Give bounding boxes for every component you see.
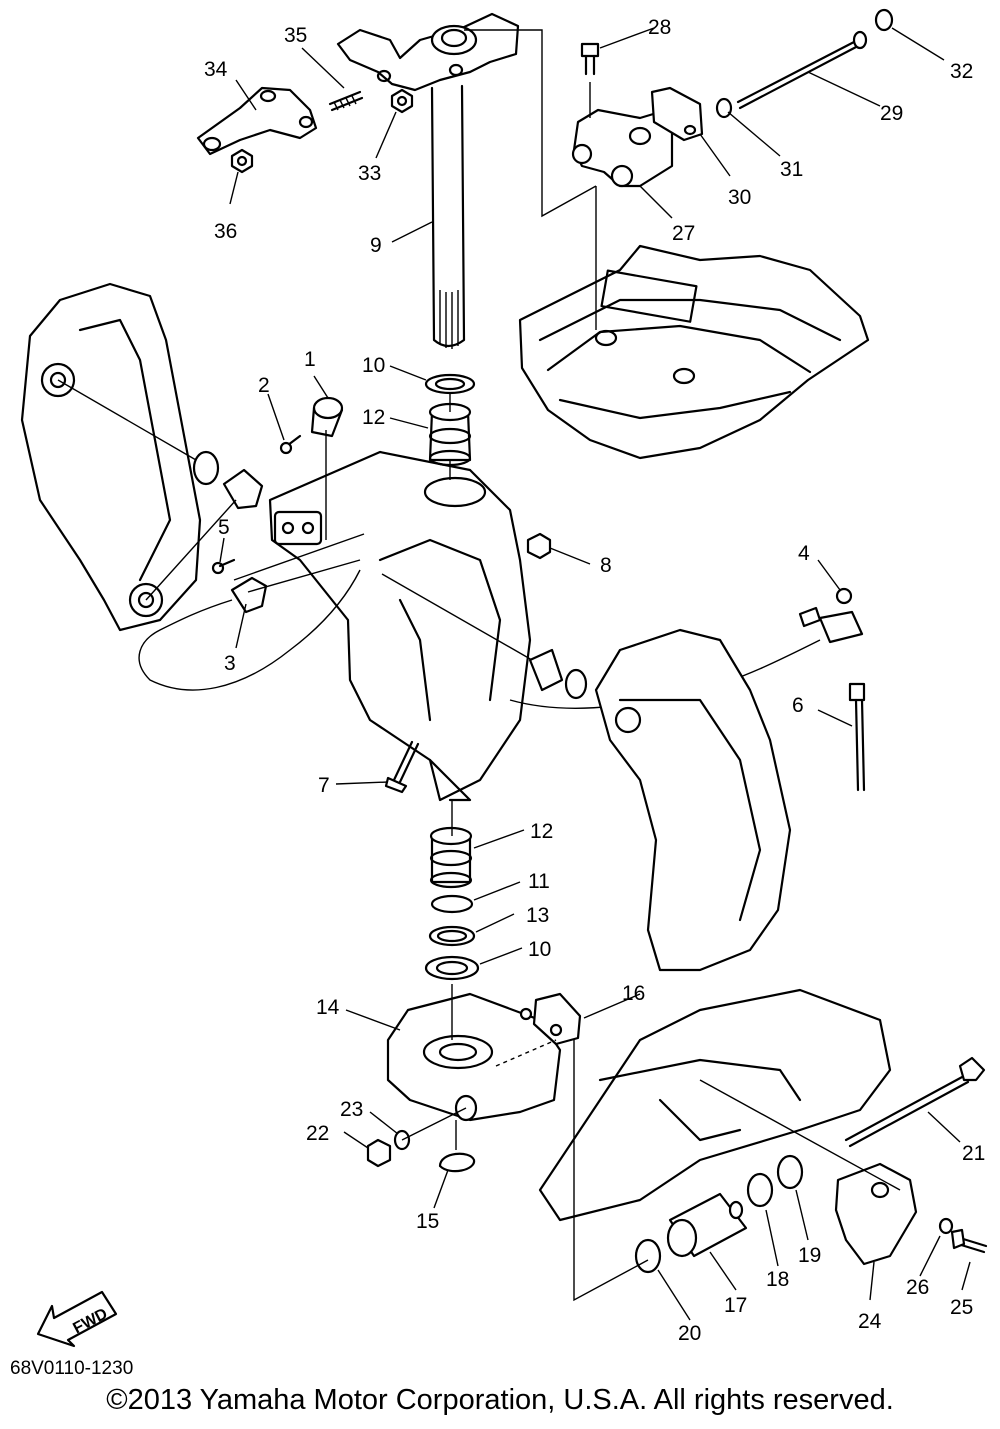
callout-12-lower: 12 [530,820,553,843]
callout-leaders [219,27,971,1321]
damper-part-16 [519,992,582,1046]
lower-mount-part-14 [386,992,562,1122]
drive-shaft-housing-part [594,628,792,972]
callout-30: 30 [728,186,751,209]
callout-21: 21 [962,1142,985,1165]
swivel-bracket-part [268,450,532,802]
rod-part-29 [736,30,868,110]
clamp-bracket-part [20,282,202,632]
bushing-part-12-upper [428,402,472,467]
screw-part-5 [211,558,236,575]
callout-23: 23 [340,1098,363,1121]
washer-part-20 [634,1238,662,1274]
callout-6: 6 [792,694,804,717]
grease-nipple-part-8 [526,532,552,560]
forward-arrow-icon: FWD [36,1290,118,1348]
cover-part-24 [834,1162,918,1266]
callout-4: 4 [798,542,810,565]
callout-13: 13 [526,904,549,927]
callout-7: 7 [318,774,330,797]
bolt-part-21 [844,1056,986,1148]
lower-casing-part [538,988,892,1222]
callout-25: 25 [950,1296,973,1319]
mount-rubber-part-17 [666,1192,748,1258]
washer-part-19 [776,1154,804,1190]
screw-part-2 [279,434,302,455]
callout-19: 19 [798,1244,821,1267]
washer-part-18 [746,1172,774,1208]
grommet-part-4 [835,587,853,605]
washer-part-13 [428,925,476,947]
callout-10-upper: 10 [362,354,385,377]
bracket-part-34 [196,86,318,156]
callout-28: 28 [648,16,671,39]
steering-arm-part [336,12,520,92]
cable-tie-part-6 [848,682,866,792]
bolt-part-25 [950,1228,988,1254]
mount-bracket-part-27 [571,108,674,188]
nut-part-36 [230,148,254,174]
callout-35: 35 [284,24,307,47]
cap-nut-part-32 [874,8,894,32]
callout-8: 8 [600,554,612,577]
nut-part-22 [366,1138,392,1168]
stud-part-35 [328,90,364,112]
callout-1: 1 [304,348,316,371]
assembly-lines [57,29,901,1302]
callout-18: 18 [766,1268,789,1291]
callout-26: 26 [906,1276,929,1299]
callout-15: 15 [416,1210,439,1233]
callout-36: 36 [214,220,237,243]
screw-part-7 [384,740,420,794]
callout-2: 2 [258,374,270,397]
callout-10-lower: 10 [528,938,551,961]
callout-24: 24 [858,1310,882,1333]
callout-33: 33 [358,162,381,185]
callout-32: 32 [950,60,973,83]
washer-part-26 [938,1217,954,1235]
washer-part-31 [715,97,733,119]
callout-14: 14 [316,996,340,1019]
bushing-part-right [528,648,588,700]
callout-27: 27 [672,222,695,245]
callout-17: 17 [724,1294,747,1317]
callout-29: 29 [880,102,903,125]
callout-12-upper: 12 [362,406,385,429]
washer-part-23 [393,1129,411,1151]
callout-31: 31 [780,158,803,181]
plate-part-30 [650,86,704,142]
callout-9: 9 [370,234,382,257]
callout-16: 16 [622,982,645,1005]
steering-shaft-part [430,84,466,349]
circlip-part-15 [438,1152,476,1173]
copyright-notice: ©2013 Yamaha Motor Corporation, U.S.A. A… [106,1384,894,1416]
bolt-part-28 [580,42,600,76]
callout-11: 11 [528,870,550,893]
bushing-part-left [192,450,264,510]
bushing-part-12-lower [429,826,473,889]
callout-3: 3 [224,652,236,675]
callout-34: 34 [204,58,228,81]
callout-5: 5 [218,516,230,539]
upper-casing-part [518,244,870,460]
washer-part-10-upper [424,373,476,395]
callout-20: 20 [678,1322,701,1345]
diagram-code: 68V0110-1230 [10,1358,134,1379]
callout-labels: 1 2 3 4 5 6 7 8 9 10 10 11 12 12 13 14 1… [204,16,985,1345]
nut-part-33 [390,88,414,114]
switch-part-3 [138,569,361,691]
washer-part-10-lower [424,955,480,981]
o-ring-part-11 [430,894,474,914]
callout-22: 22 [306,1122,329,1145]
clip-part-1 [310,396,344,438]
